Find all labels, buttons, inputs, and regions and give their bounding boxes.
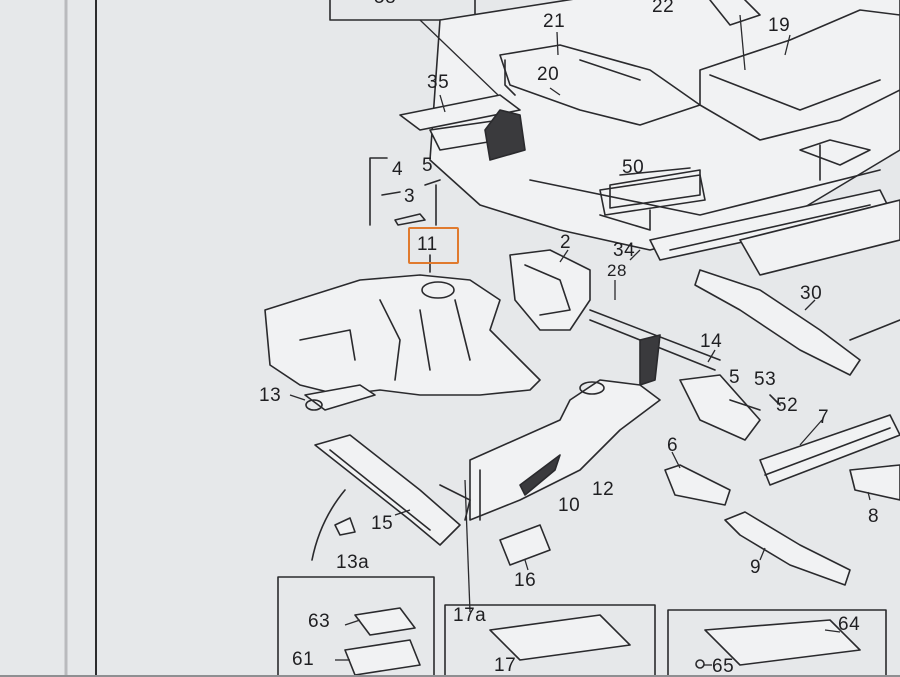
callout-58[interactable]: 58 xyxy=(374,0,396,7)
callout-3[interactable]: 3 xyxy=(404,186,416,207)
callout-20[interactable]: 20 xyxy=(537,64,560,85)
callout-5[interactable]: 5 xyxy=(422,155,434,176)
callout-34[interactable]: 34 xyxy=(613,240,636,261)
part-6-bracket xyxy=(664,464,731,506)
part-9-bar xyxy=(724,511,851,586)
callout-52[interactable]: 52 xyxy=(776,395,799,416)
callout-30[interactable]: 30 xyxy=(800,283,823,304)
callout-7[interactable]: 7 xyxy=(818,407,830,428)
callout-21[interactable]: 21 xyxy=(543,11,566,32)
part-19-22-member xyxy=(699,0,900,141)
callout-2[interactable]: 2 xyxy=(560,232,572,253)
callout-11[interactable]: 11 xyxy=(417,234,438,255)
part-20-21-crossmember xyxy=(499,44,701,126)
part-16-block xyxy=(499,524,551,566)
callout-35[interactable]: 35 xyxy=(427,72,450,93)
callout-4[interactable]: 4 xyxy=(392,159,404,180)
part-2-bracket xyxy=(509,249,591,331)
callout-12[interactable]: 12 xyxy=(592,479,615,500)
part-13a-clip xyxy=(311,489,356,561)
callout-14[interactable]: 14 xyxy=(700,331,723,352)
callout-22[interactable]: 22 xyxy=(652,0,675,17)
callout-5-lower[interactable]: 5 xyxy=(729,367,741,388)
highlight-box-11 xyxy=(408,227,459,264)
callout-16[interactable]: 16 xyxy=(514,570,537,591)
callout-65[interactable]: 65 xyxy=(712,656,735,677)
leader-lines xyxy=(289,14,871,666)
callout-10[interactable]: 10 xyxy=(558,495,581,516)
callout-50[interactable]: 50 xyxy=(622,157,645,178)
part-10-12-main-rail xyxy=(469,379,661,521)
callout-17a[interactable]: 17a xyxy=(453,605,487,626)
callout-6[interactable]: 6 xyxy=(667,435,679,456)
callout-53[interactable]: 53 xyxy=(754,369,777,390)
callout-13a[interactable]: 13a xyxy=(336,552,370,573)
callout-9[interactable]: 9 xyxy=(750,557,762,578)
part-17-17a-box xyxy=(444,604,656,675)
part-50-plate xyxy=(599,174,706,231)
callout-19[interactable]: 19 xyxy=(768,15,791,36)
part-13-arm xyxy=(304,384,376,411)
part-14-piece xyxy=(639,334,661,386)
part-61-63-box xyxy=(277,576,435,675)
callout-61[interactable]: 61 xyxy=(292,649,315,670)
callout-63[interactable]: 63 xyxy=(308,611,331,632)
callout-15[interactable]: 15 xyxy=(371,513,394,534)
part-15-frame xyxy=(314,434,471,546)
part-64-65-box xyxy=(667,609,887,675)
part-7-bar xyxy=(759,414,900,486)
part-52-53-bits xyxy=(679,374,781,441)
part-30-rail xyxy=(694,199,900,376)
part-8-bar xyxy=(849,464,900,501)
callout-28[interactable]: 28 xyxy=(607,261,627,280)
part-11-strut-tower xyxy=(264,254,541,396)
part-3-4-5-box xyxy=(369,157,441,226)
part-58-box xyxy=(329,0,476,21)
callout-64[interactable]: 64 xyxy=(838,614,861,635)
callout-8[interactable]: 8 xyxy=(868,506,880,527)
part-35-bracket xyxy=(399,94,526,161)
callout-17[interactable]: 17 xyxy=(494,655,517,676)
callout-13[interactable]: 13 xyxy=(259,385,282,406)
